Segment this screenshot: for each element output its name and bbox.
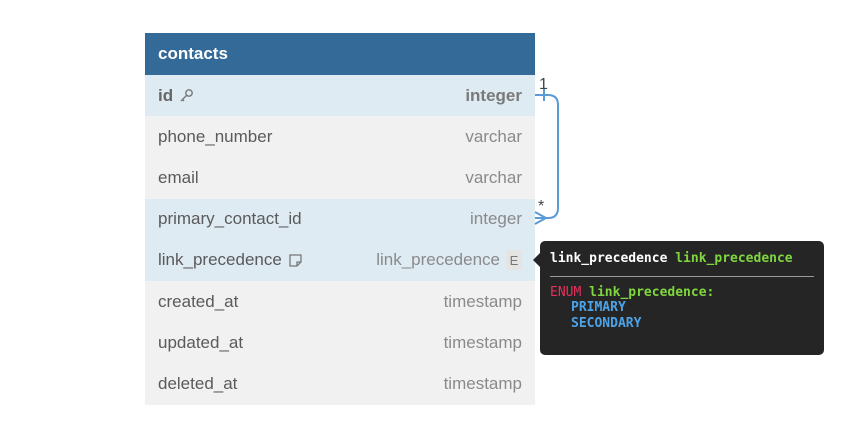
table-name: contacts: [158, 44, 228, 63]
column-type: integer: [470, 209, 522, 229]
column-name: phone_number: [158, 126, 273, 146]
column-name: deleted_at: [158, 373, 238, 393]
column-row-id[interactable]: id integer: [145, 75, 535, 117]
column-row-email[interactable]: email varchar: [145, 157, 535, 198]
enum-value: SECONDARY: [571, 316, 642, 331]
column-name: primary_contact_id: [158, 209, 302, 229]
enum-keyword: ENUM: [550, 285, 582, 300]
column-row-phone-number[interactable]: phone_number varchar: [145, 116, 535, 157]
enum-values: PRIMARY SECONDARY: [550, 300, 814, 332]
table-header[interactable]: contacts: [145, 33, 535, 75]
key-icon: [179, 88, 194, 103]
tooltip-title-name: link_precedence: [550, 251, 668, 266]
column-name: id: [158, 85, 174, 105]
column-row-link-precedence[interactable]: link_precedence link_precedence E: [145, 239, 535, 281]
enum-value: PRIMARY: [571, 300, 626, 315]
column-name: link_precedence: [158, 250, 282, 270]
column-name: email: [158, 167, 199, 187]
column-name: created_at: [158, 291, 239, 311]
cardinality-one-label: 1: [539, 76, 548, 93]
contacts-table[interactable]: contacts id integer phone_number varchar…: [145, 33, 535, 405]
enum-name: link_precedence:: [589, 285, 715, 300]
column-row-updated-at[interactable]: updated_at timestamp: [145, 322, 535, 363]
enum-tooltip: link_precedence link_precedence ENUM lin…: [533, 241, 824, 355]
column-type: varchar: [465, 167, 522, 187]
tooltip-title-type: link_precedence: [675, 251, 793, 266]
column-name: updated_at: [158, 332, 244, 352]
column-type: timestamp: [443, 332, 522, 352]
column-row-deleted-at[interactable]: deleted_at timestamp: [145, 363, 535, 404]
note-icon[interactable]: [288, 253, 303, 268]
column-row-primary-contact-id[interactable]: primary_contact_id integer: [145, 198, 535, 240]
tooltip-divider: [550, 276, 814, 277]
column-type: link_precedence: [376, 250, 500, 270]
column-row-created-at[interactable]: created_at timestamp: [145, 281, 535, 322]
enum-badge[interactable]: E: [506, 250, 522, 271]
column-type: timestamp: [443, 291, 522, 311]
column-type: integer: [465, 85, 522, 105]
cardinality-many-label: *: [538, 198, 545, 215]
column-type: timestamp: [443, 373, 522, 393]
column-type: varchar: [465, 126, 522, 146]
